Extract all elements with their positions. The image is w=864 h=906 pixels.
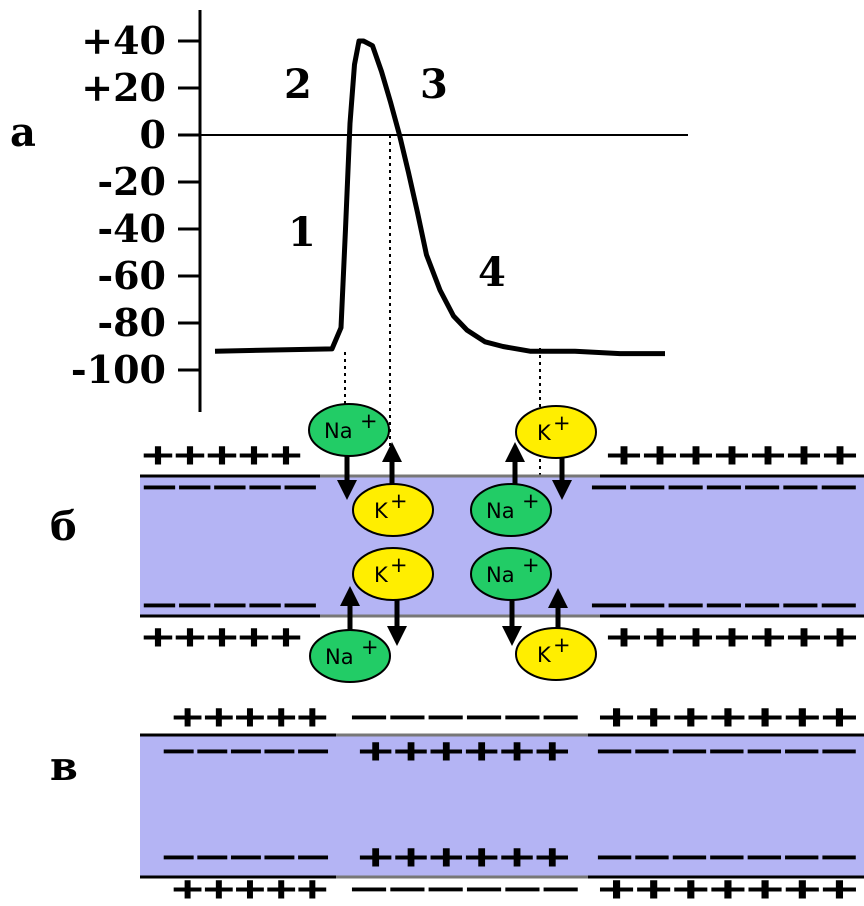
y-tick-label: -80	[97, 300, 166, 345]
na-ion-label: Na	[324, 419, 353, 443]
signs-b-bot-inner-right: −−−−−−−	[590, 585, 858, 625]
k-ion-label: K	[537, 643, 552, 667]
na-ion-charge: +	[522, 489, 540, 513]
chart-panel: а +40+200-20-40-60-80-100 1 2 3 4	[10, 10, 688, 488]
signs-b-top-inner-right: −−−−−−−	[590, 467, 858, 507]
y-axis-ticks: +40+200-20-40-60-80-100	[71, 18, 166, 392]
na-ion-charge: +	[522, 553, 540, 577]
phase-label-2: 2	[284, 61, 312, 108]
y-tick-label: -60	[97, 253, 166, 298]
signs-v-top-inner-left: −−−−−	[162, 731, 330, 771]
na-ion-charge: +	[361, 635, 379, 659]
y-tick-label: +20	[81, 65, 166, 110]
signs-b-bot-outer-right: +++++++	[606, 617, 858, 657]
k-ion: K +	[515, 627, 597, 681]
signs-v-top-outer-left: +++++	[172, 697, 328, 737]
signs-b-bot-inner-left: −−−−−	[142, 585, 318, 625]
signs-v-bot-outer-mid: −−−−−−	[350, 869, 580, 906]
y-tick-label: 0	[140, 112, 166, 157]
na-ion-label: Na	[486, 563, 515, 587]
na-ion: Na +	[308, 403, 390, 457]
na-ion: Na +	[470, 547, 552, 601]
signs-v-top-outer-right: +++++++	[598, 697, 858, 737]
panel-v: в +++++ −−−−−− +++++++ −−−−− ++++++ −−−−…	[50, 697, 864, 906]
na-ion-charge: +	[360, 409, 378, 433]
na-ion-label: Na	[325, 645, 354, 669]
signs-v-bot-inner-right: −−−−−−−	[596, 837, 858, 877]
k-ion-label: K	[374, 563, 389, 587]
signs-v-top-outer-mid: −−−−−−	[350, 697, 580, 737]
k-ion-charge: +	[390, 489, 408, 513]
signs-v-bot-outer-right: +++++++	[598, 869, 858, 906]
panel-b: б +++++ +++++++ −−−−− −−−−−−− −−−−− −−−−…	[50, 403, 864, 683]
signs-b-top-inner-left: −−−−−	[142, 467, 318, 507]
y-tick-label: -100	[71, 347, 166, 392]
k-ion: K +	[515, 405, 597, 459]
signs-v-bot-inner-left: −−−−−	[162, 837, 330, 877]
na-ion: Na +	[470, 483, 552, 537]
signs-v-bot-outer-left: +++++	[172, 869, 328, 906]
panel-label-b: б	[50, 503, 77, 550]
phase-label-1: 1	[288, 209, 316, 256]
signs-v-bot-inner-mid: ++++++	[358, 837, 570, 877]
signs-v-top-inner-right: −−−−−−−	[596, 731, 858, 771]
k-ion-charge: +	[553, 411, 571, 435]
y-tick-marks	[178, 39, 200, 372]
panel-label-a: а	[10, 109, 36, 156]
na-ion: Na +	[309, 629, 391, 683]
action-potential-curve	[214, 38, 665, 357]
membrane-v	[140, 735, 864, 877]
phase-label-3: 3	[420, 61, 448, 108]
k-ion-charge: +	[553, 633, 571, 657]
y-tick-label: -20	[97, 159, 166, 204]
k-ion-label: K	[374, 499, 389, 523]
y-tick-label: -40	[97, 206, 166, 251]
phase-label-4: 4	[478, 249, 506, 296]
y-tick-label: +40	[81, 18, 166, 63]
k-ion: K +	[352, 483, 434, 537]
na-ion-label: Na	[486, 499, 515, 523]
signs-b-top-outer-right: +++++++	[606, 435, 858, 475]
signs-b-top-outer-left: +++++	[142, 435, 302, 475]
k-ion-label: K	[537, 421, 552, 445]
panel-label-v: в	[50, 743, 78, 790]
k-ion: K +	[352, 547, 434, 601]
k-ion-charge: +	[390, 553, 408, 577]
signs-b-bot-outer-left: +++++	[142, 617, 302, 657]
signs-v-top-inner-mid: ++++++	[358, 731, 570, 771]
